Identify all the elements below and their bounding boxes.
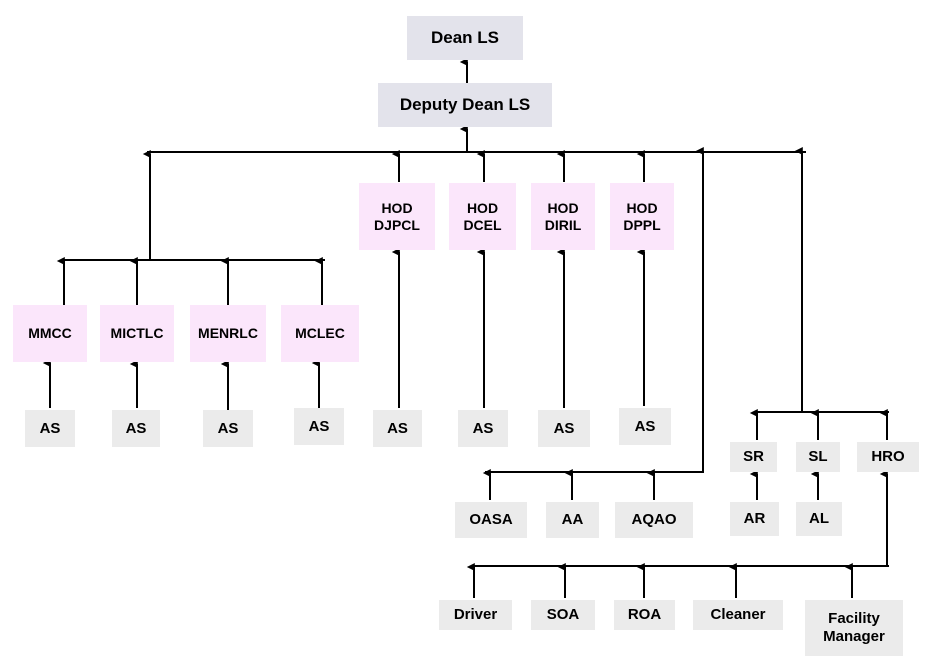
box-hod-diril: HOD DIRIL: [531, 183, 595, 250]
box-deputy-dean: Deputy Dean LS: [378, 83, 552, 127]
box-aa: AA: [546, 502, 599, 538]
box-soa: SOA: [531, 600, 595, 630]
box-menrlc: MENRLC: [190, 305, 266, 362]
box-as-menrlc: AS: [203, 410, 253, 447]
box-hro: HRO: [857, 442, 919, 472]
box-dean: Dean LS: [407, 16, 523, 60]
box-as-dppl: AS: [619, 408, 671, 445]
box-mclec: MCLEC: [281, 305, 359, 362]
box-facility-manager: Facility Manager: [805, 600, 903, 656]
box-hod-dcel: HOD DCEL: [449, 183, 516, 250]
box-oasa: OASA: [455, 502, 527, 538]
box-cleaner: Cleaner: [693, 600, 783, 630]
box-sl: SL: [796, 442, 840, 472]
box-mictlc: MICTLC: [100, 305, 174, 362]
box-aqao: AQAO: [615, 502, 693, 538]
box-hod-djpcl: HOD DJPCL: [359, 183, 435, 250]
box-as-dcel: AS: [458, 410, 508, 447]
box-as-djpcl: AS: [373, 410, 422, 447]
box-driver: Driver: [439, 600, 512, 630]
box-mmcc: MMCC: [13, 305, 87, 362]
box-al: AL: [796, 502, 842, 536]
box-as-mmcc: AS: [25, 410, 75, 447]
box-as-diril: AS: [538, 410, 590, 447]
box-as-mclec: AS: [294, 408, 344, 445]
box-as-mictlc: AS: [112, 410, 160, 447]
box-hod-dppl: HOD DPPL: [610, 183, 674, 250]
box-ar: AR: [730, 502, 779, 536]
box-roa: ROA: [614, 600, 675, 630]
box-sr: SR: [730, 442, 777, 472]
